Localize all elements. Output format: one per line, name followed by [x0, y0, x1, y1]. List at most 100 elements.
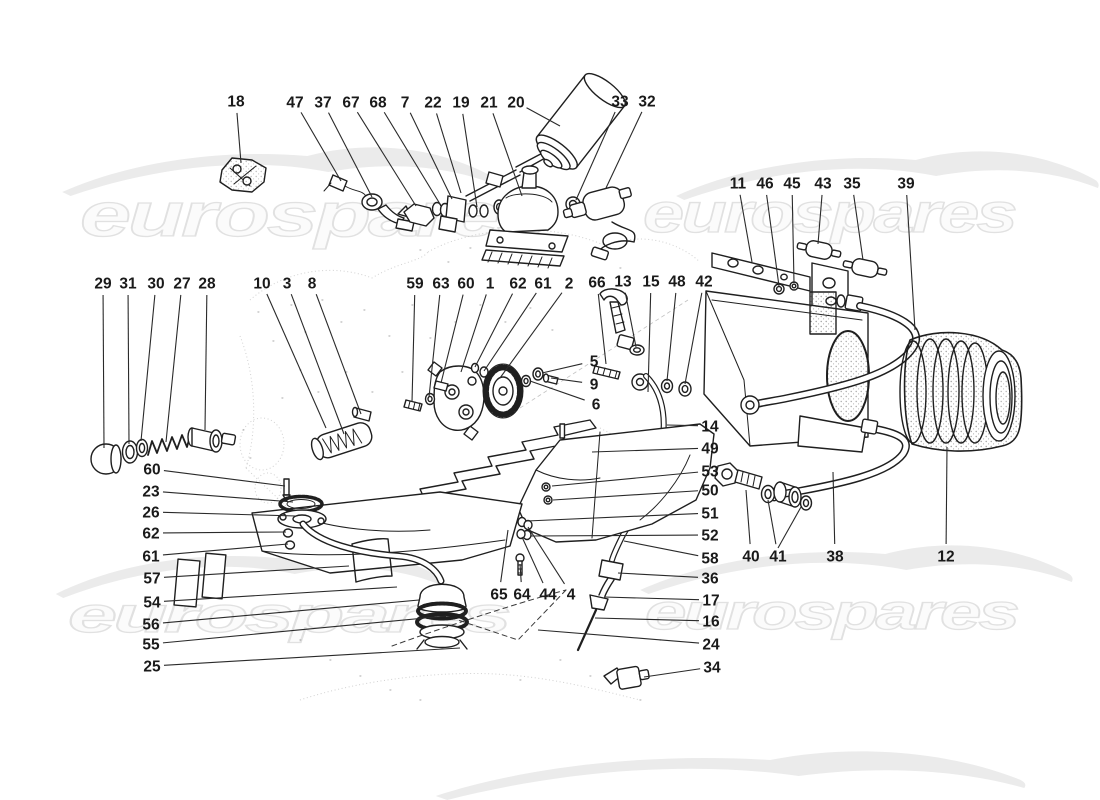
- part-label-14-41[interactable]: 14: [701, 419, 719, 436]
- part-label-11-12[interactable]: 11: [730, 176, 747, 193]
- part-label-46-13[interactable]: 46: [756, 176, 774, 193]
- part-label-7-5[interactable]: 7: [401, 95, 410, 112]
- part-label-9-39[interactable]: 9: [590, 377, 599, 394]
- part-label-63-27[interactable]: 63: [432, 276, 450, 293]
- leader-line-51-45: [526, 512, 699, 522]
- part-label-36-48[interactable]: 36: [701, 571, 719, 588]
- part-label-8-25[interactable]: 8: [308, 276, 317, 293]
- part-label-22-6[interactable]: 22: [424, 95, 441, 112]
- watermark-text: eurospares: [80, 181, 546, 250]
- leader-line-13-34: [624, 292, 637, 348]
- part-label-35-16[interactable]: 35: [843, 176, 861, 193]
- part-label-64-54[interactable]: 64: [513, 587, 531, 604]
- leader-line-23-62: [162, 491, 294, 503]
- part-label-56-68[interactable]: 56: [142, 617, 160, 634]
- part-label-65-53[interactable]: 65: [490, 587, 508, 604]
- part-label-27-21[interactable]: 27: [173, 276, 190, 293]
- part-label-17-49[interactable]: 17: [702, 593, 719, 610]
- leader-line-55-69: [162, 615, 447, 644]
- part-label-60-61[interactable]: 60: [143, 462, 160, 479]
- part-label-32-11[interactable]: 32: [638, 94, 655, 111]
- leader-line-37-2: [328, 112, 373, 198]
- part-label-34-52[interactable]: 34: [703, 660, 721, 677]
- part-label-49-42[interactable]: 49: [701, 441, 719, 458]
- part-label-55-69[interactable]: 55: [142, 637, 160, 654]
- part-label-45-14[interactable]: 45: [783, 176, 801, 193]
- part-label-39-17[interactable]: 39: [897, 176, 915, 193]
- part-label-33-10[interactable]: 33: [611, 94, 629, 111]
- part-label-1-29[interactable]: 1: [486, 276, 495, 293]
- part-label-53-43[interactable]: 53: [701, 464, 719, 481]
- part-label-50-44[interactable]: 50: [701, 483, 718, 500]
- leader-line-54-67: [163, 586, 398, 602]
- part-label-12-60[interactable]: 12: [937, 549, 954, 566]
- leader-line-47-1: [300, 112, 342, 182]
- part-label-24-51[interactable]: 24: [702, 637, 720, 654]
- part-label-54-67[interactable]: 54: [143, 595, 161, 612]
- part-label-20-9[interactable]: 20: [507, 95, 524, 112]
- part-label-67-3[interactable]: 67: [342, 95, 359, 112]
- leader-line-26-63: [162, 511, 297, 517]
- part-label-3-24[interactable]: 3: [283, 276, 292, 293]
- part-label-5-38[interactable]: 5: [590, 354, 599, 371]
- engine-mount-pad-18: [219, 157, 267, 193]
- part-label-21-8[interactable]: 21: [480, 95, 498, 112]
- part-label-23-62[interactable]: 23: [142, 484, 160, 501]
- part-label-68-4[interactable]: 68: [369, 95, 387, 112]
- oil-hose-upper-39: [740, 302, 920, 415]
- part-label-6-40[interactable]: 6: [592, 397, 601, 414]
- part-label-2-32[interactable]: 2: [565, 276, 574, 293]
- part-label-30-20[interactable]: 30: [147, 276, 164, 293]
- part-label-41-58[interactable]: 41: [769, 549, 787, 566]
- part-label-16-50[interactable]: 16: [702, 614, 720, 631]
- leader-line-14-41: [666, 424, 699, 427]
- part-label-47-1[interactable]: 47: [286, 95, 303, 112]
- leader-line-33-10: [575, 111, 616, 201]
- part-label-44-55[interactable]: 44: [539, 587, 557, 604]
- part-label-28-22[interactable]: 28: [198, 276, 216, 293]
- part-label-62-64[interactable]: 62: [142, 526, 159, 543]
- part-label-10-23[interactable]: 10: [253, 276, 270, 293]
- part-label-59-26[interactable]: 59: [406, 276, 424, 293]
- part-label-60-28[interactable]: 60: [457, 276, 474, 293]
- part-label-18-0[interactable]: 18: [227, 94, 245, 111]
- part-label-37-2[interactable]: 37: [314, 95, 331, 112]
- part-label-61-31[interactable]: 61: [534, 276, 552, 293]
- part-label-38-59[interactable]: 38: [826, 549, 844, 566]
- part-label-4-56[interactable]: 4: [567, 587, 576, 604]
- leader-line-29-18: [102, 294, 105, 449]
- part-label-42-37[interactable]: 42: [695, 274, 712, 291]
- part-label-57-66[interactable]: 57: [143, 571, 160, 588]
- part-label-25-70[interactable]: 25: [143, 659, 161, 676]
- part-label-15-35[interactable]: 15: [642, 274, 660, 291]
- part-label-51-45[interactable]: 51: [701, 506, 719, 523]
- leader-line-59-26: [411, 294, 416, 403]
- leader-line-15-35: [647, 292, 652, 393]
- leader-line-8-25: [315, 294, 362, 415]
- leader-lines: [102, 107, 948, 678]
- part-label-26-63[interactable]: 26: [142, 505, 160, 522]
- leader-line-48-36: [666, 292, 677, 382]
- leader-line-9-39: [550, 377, 583, 383]
- part-label-61-65[interactable]: 61: [142, 549, 160, 566]
- part-label-29-18[interactable]: 29: [94, 276, 112, 293]
- part-label-40-57[interactable]: 40: [742, 549, 759, 566]
- part-label-62-30[interactable]: 62: [509, 276, 526, 293]
- leader-line-38-59: [832, 471, 836, 545]
- leader-line-66-33: [597, 293, 607, 365]
- filter-mount-21: [481, 165, 569, 269]
- leader-line-36-48: [617, 572, 699, 578]
- part-label-31-19[interactable]: 31: [119, 276, 137, 293]
- part-label-58-47[interactable]: 58: [701, 551, 719, 568]
- part-label-43-15[interactable]: 43: [814, 176, 832, 193]
- part-label-52-46[interactable]: 52: [701, 528, 718, 545]
- part-label-19-7[interactable]: 19: [452, 95, 470, 112]
- watermark-bottom-right: eurospares: [640, 545, 1073, 641]
- part-label-13-34[interactable]: 13: [614, 274, 632, 291]
- part-label-48-36[interactable]: 48: [668, 274, 686, 291]
- leader-line-49-42: [591, 447, 699, 453]
- part-label-66-33[interactable]: 66: [588, 275, 606, 292]
